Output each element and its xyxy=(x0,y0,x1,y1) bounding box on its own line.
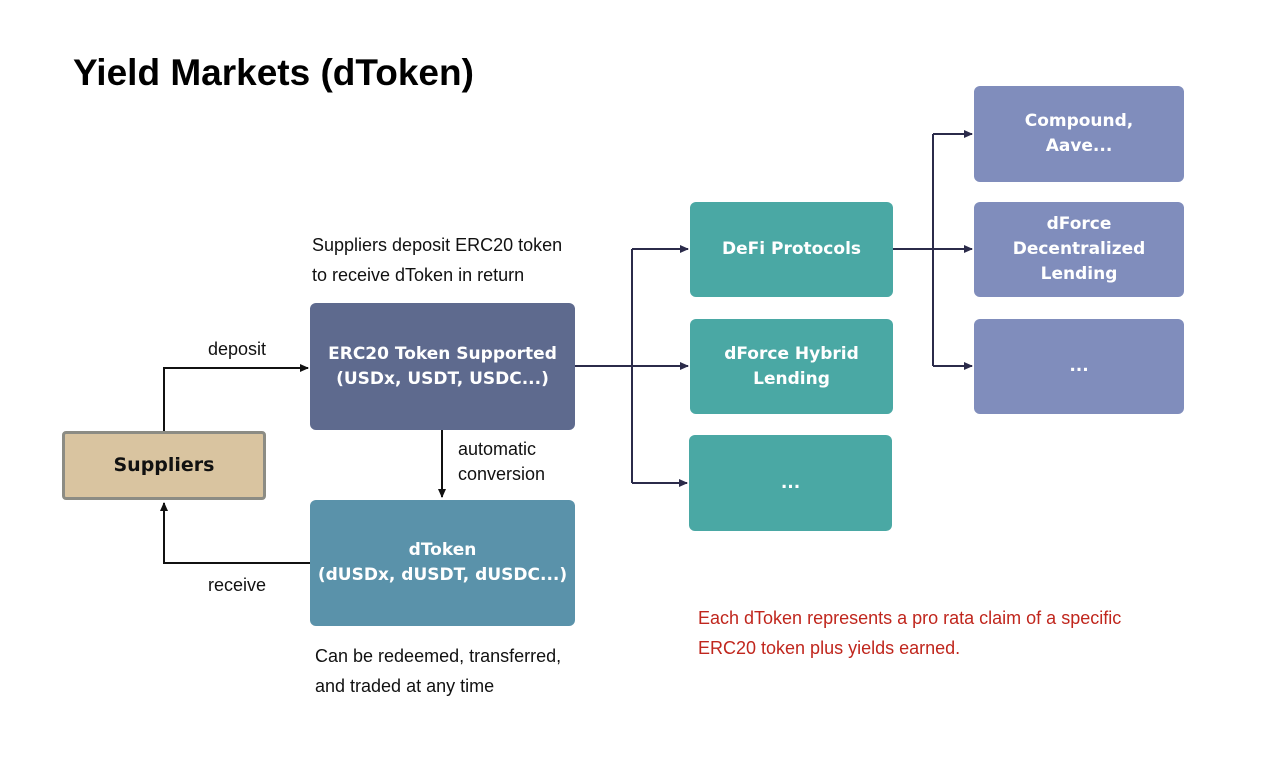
claim-note: Each dToken represents a pro rata claim … xyxy=(698,608,1122,658)
suppliers-node: Suppliers xyxy=(62,431,266,500)
defi-protocols-node: DeFi Protocols xyxy=(690,202,893,297)
receive-arrow xyxy=(160,502,310,564)
dforce-hybrid-lending-node: dForce Hybrid Lending xyxy=(690,319,893,414)
receive-label: receive xyxy=(208,575,267,595)
erc20-token-node: ERC20 Token Supported (USDx, USDT, USDC.… xyxy=(310,303,575,430)
dforce-decentralized-lending-node: dForce Decentralized Lending xyxy=(974,202,1184,297)
deposit-note: Suppliers deposit ERC20 token to receive… xyxy=(312,235,563,285)
page-title: Yield Markets (dToken) xyxy=(73,52,474,93)
more-protocols-node: ... xyxy=(689,435,892,531)
more-defi-node: ... xyxy=(974,319,1184,414)
dtoken-node: dToken (dUSDx, dUSDT, dUSDC...) xyxy=(310,500,575,626)
deposit-label: deposit xyxy=(208,339,267,359)
deposit-arrow xyxy=(163,364,309,431)
conversion-label: automatic conversion xyxy=(458,439,546,484)
compound-aave-node: Compound, Aave... xyxy=(974,86,1184,182)
redeem-note: Can be redeemed, transferred, and traded… xyxy=(315,646,562,696)
